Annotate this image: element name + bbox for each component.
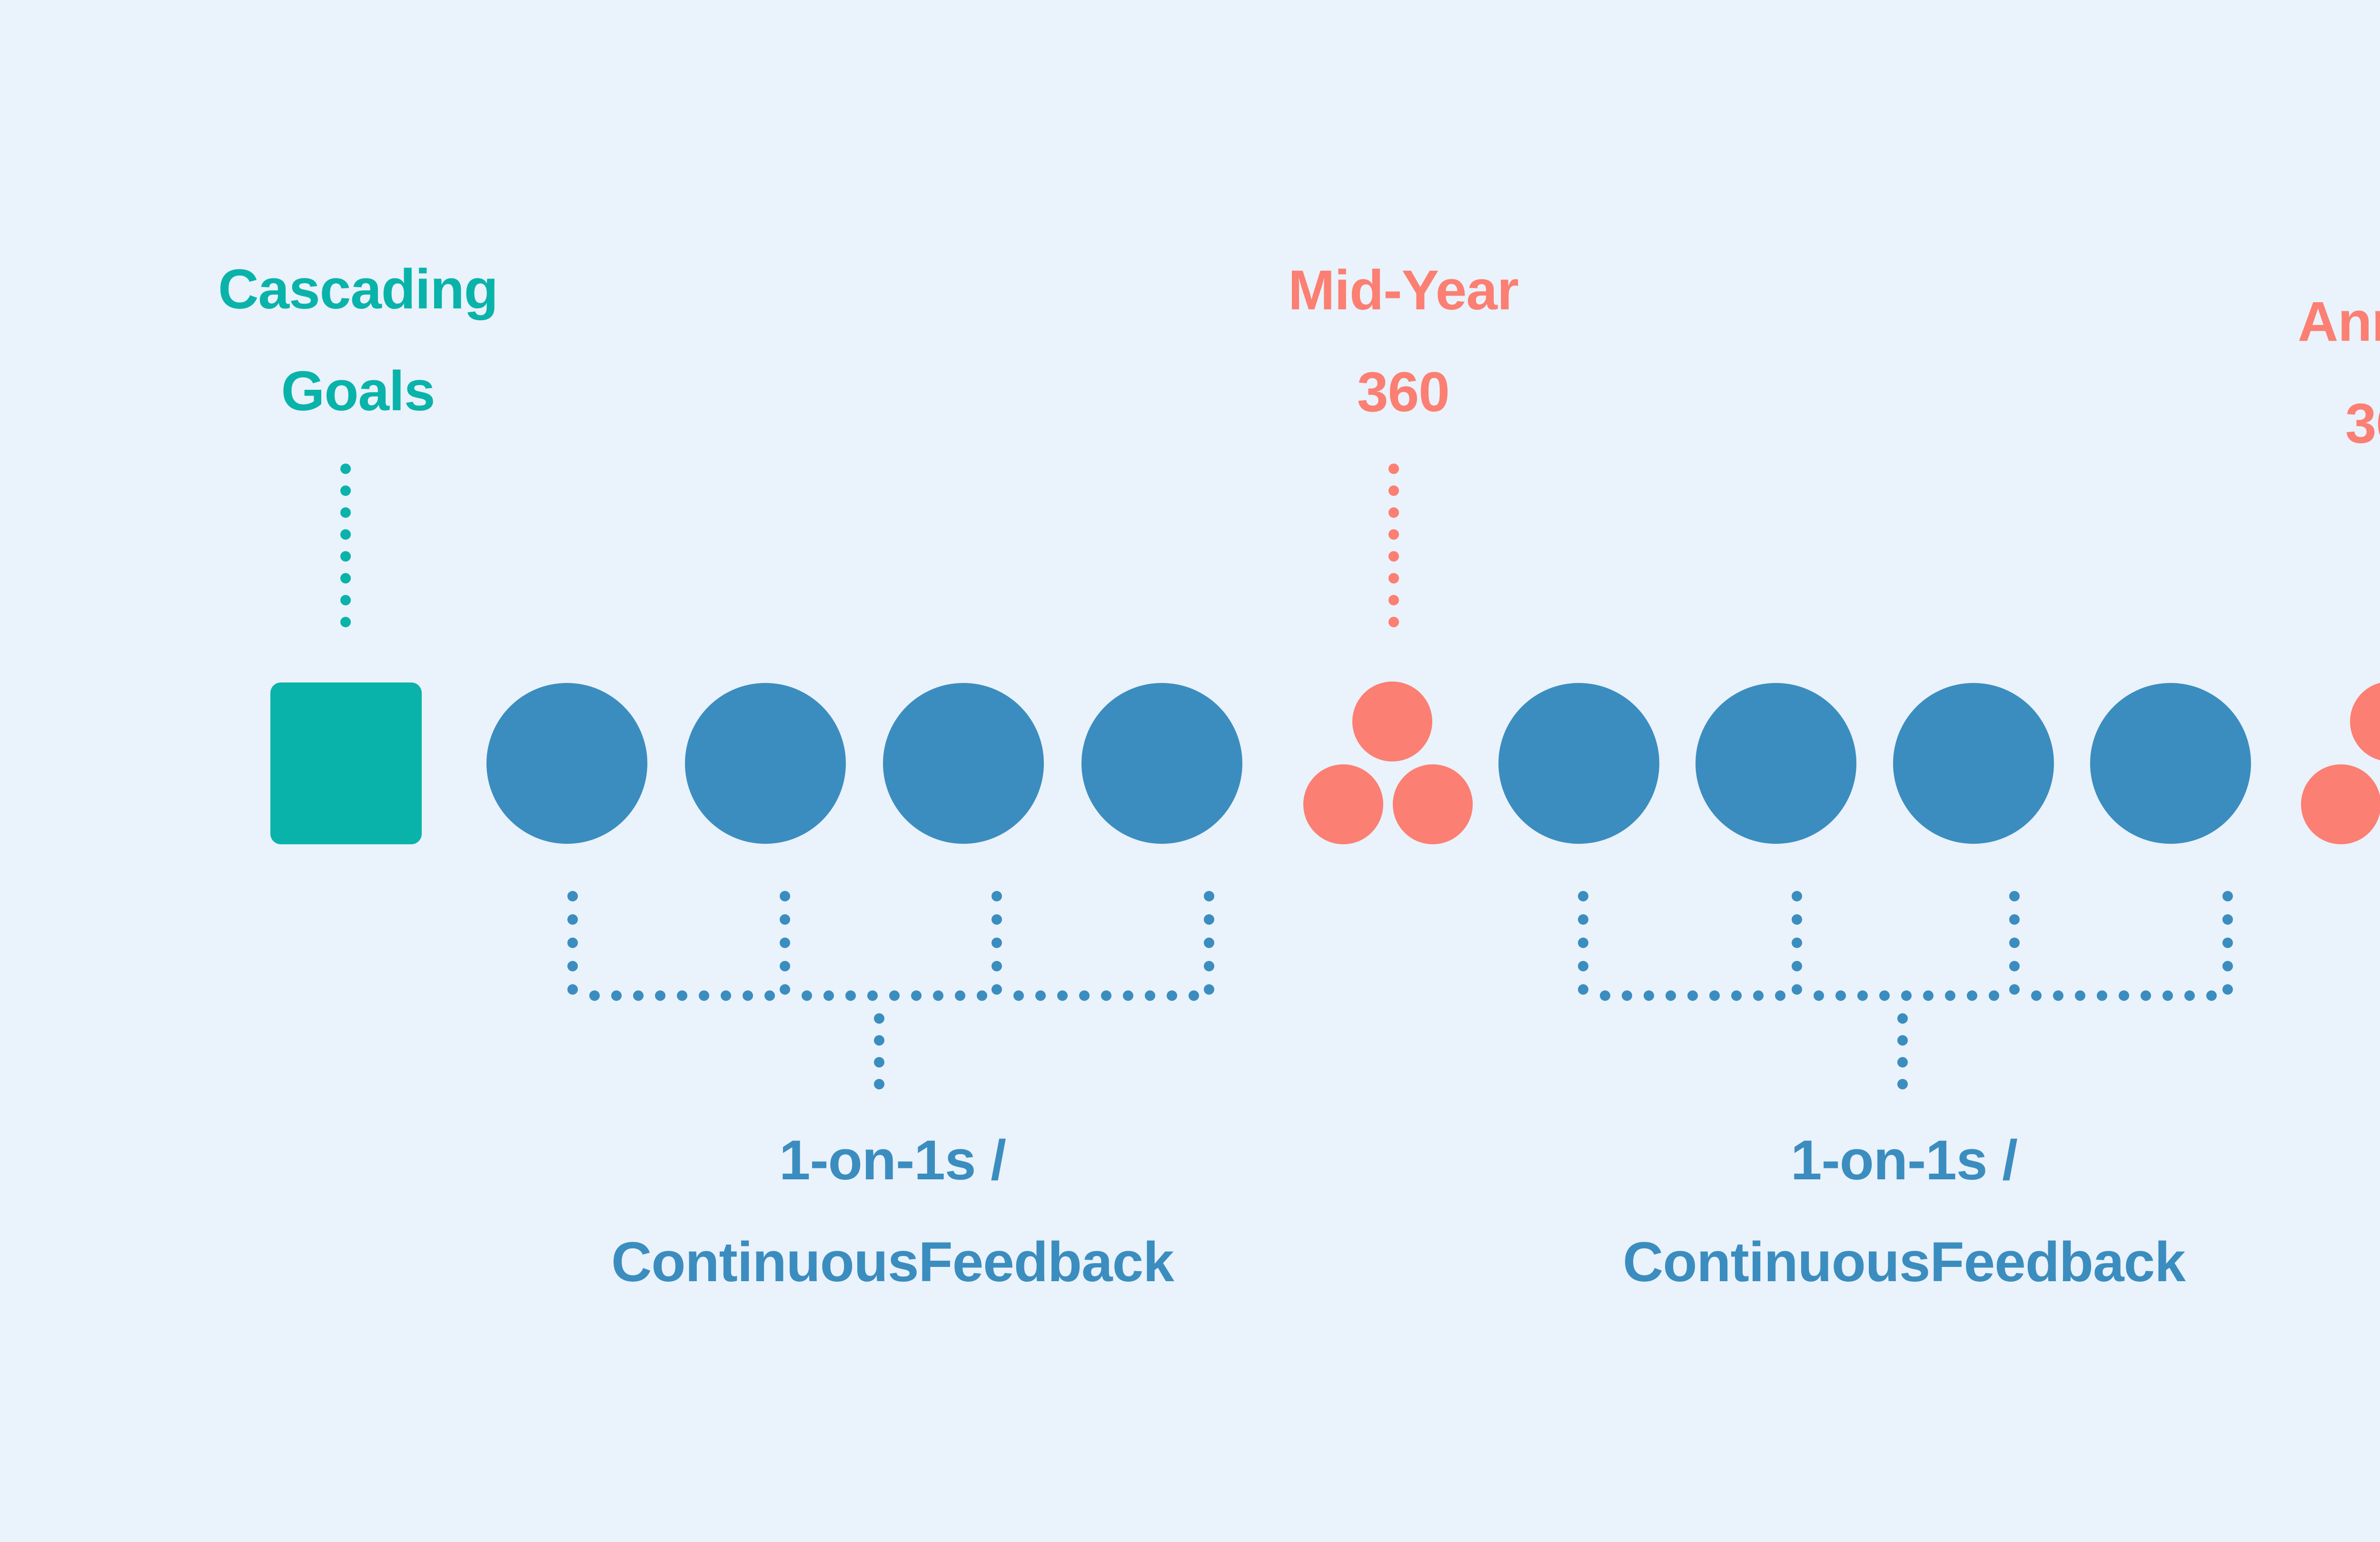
label-cascading-goals-line1: Cascading — [218, 258, 498, 321]
marker-cascading-goals-square[interactable] — [270, 682, 422, 844]
cluster-circle-left — [1303, 764, 1383, 844]
cluster-circle-top — [1352, 682, 1432, 761]
marker-annual-cluster[interactable] — [2301, 682, 2380, 844]
marker-blue-circle[interactable] — [685, 683, 846, 844]
marker-blue-circle[interactable] — [486, 683, 647, 844]
cluster-circle-right — [1393, 764, 1473, 844]
label-mid-year-line1: Mid-Year — [1288, 259, 1518, 322]
label-feedback-group-2-line2: ContinuousFeedback — [1623, 1231, 2186, 1294]
label-feedback-group-2-line1: 1-on-1s / — [1791, 1129, 2017, 1192]
milestone-mid-year-360[interactable] — [1303, 464, 1473, 844]
connector-bracket-group-2 — [1578, 891, 2233, 1089]
marker-blue-circle[interactable] — [883, 683, 1044, 844]
milestone-annual-360[interactable] — [2301, 497, 2380, 844]
connector-dotted-cascading-goals — [340, 464, 351, 627]
blue-circle-group-2 — [1498, 683, 2251, 844]
milestone-cascading-goals[interactable] — [270, 464, 422, 844]
marker-blue-circle[interactable] — [1696, 683, 1856, 844]
cluster-circle-top — [2350, 682, 2380, 761]
cluster-circle-left — [2301, 764, 2380, 844]
connector-bracket-group-1 — [567, 891, 1214, 1089]
connector-dotted-mid-year — [1388, 464, 1399, 627]
label-feedback-group-1-line2: ContinuousFeedback — [611, 1231, 1174, 1294]
label-annual-line2: 360 — [2345, 392, 2380, 455]
label-mid-year-line2: 360 — [1357, 361, 1449, 424]
label-feedback-group-1-line1: 1-on-1s / — [779, 1129, 1006, 1192]
marker-blue-circle[interactable] — [1081, 683, 1242, 844]
marker-blue-circle[interactable] — [1893, 683, 2054, 844]
label-cascading-goals-line2: Goals — [281, 360, 435, 423]
marker-blue-circle[interactable] — [2090, 683, 2251, 844]
blue-circle-group-1 — [486, 683, 1242, 844]
marker-blue-circle[interactable] — [1498, 683, 1659, 844]
label-annual-line1: Annual — [2298, 290, 2380, 353]
marker-mid-year-cluster[interactable] — [1303, 682, 1473, 844]
